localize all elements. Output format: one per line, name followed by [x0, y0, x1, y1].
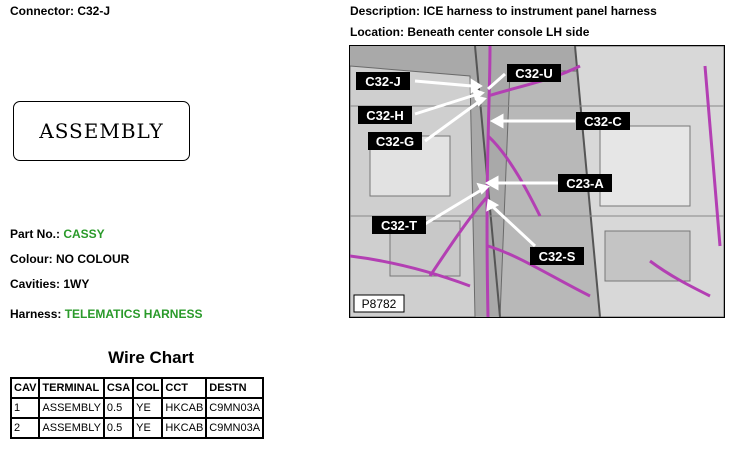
callout-c23-a: C23-A: [566, 176, 604, 191]
cell-col: YE: [132, 417, 164, 439]
part-no-value: CASSY: [63, 227, 105, 241]
cell-destn: C9MN03A: [205, 397, 265, 419]
connector-location-photo: C32-J C32-U C32-H C32-C C32-G C23-A C32-…: [349, 45, 725, 318]
assembly-image-placeholder: ASSEMBLY: [13, 101, 190, 161]
callout-c32-t: C32-T: [381, 218, 417, 233]
cell-terminal: ASSEMBLY: [38, 397, 105, 419]
cell-col: YE: [132, 397, 164, 419]
callout-c32-h: C32-H: [366, 108, 404, 123]
photo-id: P8782: [362, 297, 397, 311]
callout-c32-c: C32-C: [584, 114, 622, 129]
wire-harness: [350, 46, 722, 317]
vehicle-floor-illustration: C32-J C32-U C32-H C32-C C32-G C23-A C32-…: [350, 46, 724, 317]
cell-destn: C9MN03A: [205, 417, 265, 439]
colour-row: Colour: NO COLOUR: [10, 252, 129, 266]
table-header-row: CAV TERMINAL CSA COL CCT DESTN: [9, 377, 265, 399]
cavities-value: 1WY: [63, 277, 90, 291]
cell-cav: 1: [9, 397, 41, 419]
header-cct: CCT: [161, 377, 208, 399]
connector-label: Connector: C32-J: [10, 4, 111, 18]
header-cav: CAV: [9, 377, 41, 399]
callout-c32-s: C32-S: [539, 249, 576, 264]
wire-chart-table: CAV TERMINAL CSA COL CCT DESTN 1 ASSEMBL…: [9, 377, 265, 439]
header-destn: DESTN: [205, 377, 265, 399]
cell-csa: 0.5: [102, 417, 135, 439]
cell-terminal: ASSEMBLY: [38, 417, 105, 439]
colour-label: Colour:: [10, 252, 56, 266]
part-no-label: Part No.:: [10, 227, 64, 241]
cavities-row: Cavities: 1WY: [10, 277, 89, 291]
description-label: Description: ICE harness to instrument p…: [350, 4, 657, 18]
wire-chart-title: Wire Chart: [108, 348, 194, 367]
table-row: 1 ASSEMBLY 0.5 YE HKCAB C9MN03A: [9, 397, 265, 419]
callout-c32-u: C32-U: [515, 66, 553, 81]
cavities-label: Cavities:: [10, 277, 64, 291]
header-col: COL: [132, 377, 164, 399]
part-no-row: Part No.: CASSY: [10, 227, 105, 241]
callout-c32-g: C32-G: [376, 134, 414, 149]
cell-csa: 0.5: [102, 397, 135, 419]
cell-cct: HKCAB: [161, 417, 208, 439]
harness-row: Harness: TELEMATICS HARNESS: [10, 307, 203, 321]
assembly-text: ASSEMBLY: [39, 119, 164, 143]
location-label: Location: Beneath center console LH side: [350, 25, 590, 39]
header-terminal: TERMINAL: [38, 377, 105, 399]
callout-c32-j: C32-J: [365, 74, 400, 89]
header-csa: CSA: [102, 377, 135, 399]
colour-value: NO COLOUR: [56, 252, 130, 266]
table-row: 2 ASSEMBLY 0.5 YE HKCAB C9MN03A: [9, 417, 265, 439]
harness-value: TELEMATICS HARNESS: [64, 307, 203, 321]
harness-label: Harness:: [10, 307, 65, 321]
cell-cct: HKCAB: [161, 397, 208, 419]
cell-cav: 2: [9, 417, 41, 439]
